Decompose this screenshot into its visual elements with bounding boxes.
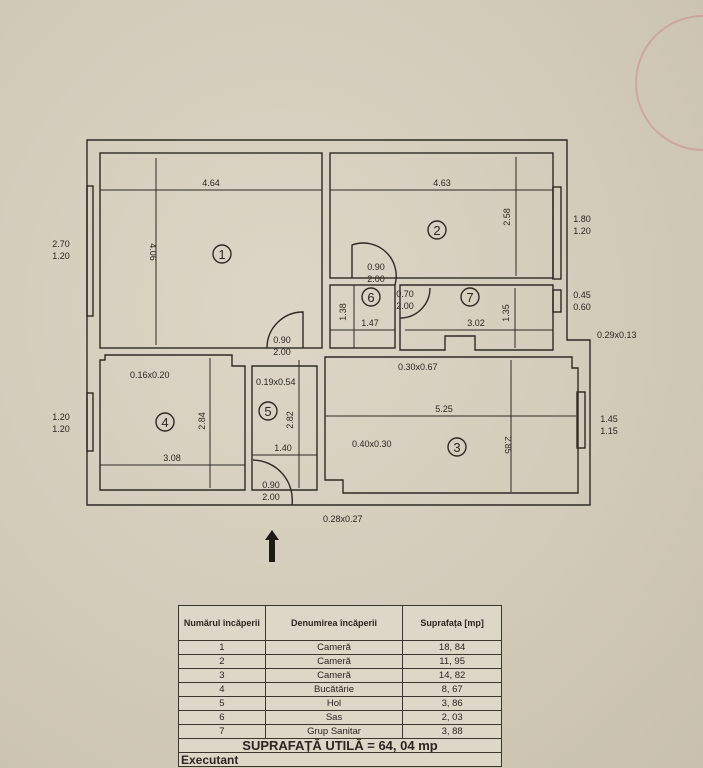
svg-text:5: 5 [264, 404, 271, 419]
dim-label: 1.35 [501, 304, 511, 322]
opening-label: 0.70 [396, 289, 414, 299]
window-left-2 [86, 392, 94, 452]
outer-wall [86, 139, 591, 506]
room-4-outline [99, 354, 246, 491]
note-label: 0.40x0.30 [352, 439, 392, 449]
door-swing-6 [351, 242, 397, 286]
room-6-outline [329, 284, 396, 349]
opening-label: 0.90 [367, 262, 385, 272]
note-label: 0.29x0.13 [597, 330, 637, 340]
room-number-6: 6 [361, 287, 381, 307]
room-number-7: 7 [460, 287, 480, 307]
svg-text:4: 4 [161, 415, 168, 430]
window-right-1 [552, 186, 562, 280]
opening-label: 2.70 [52, 239, 70, 249]
room-3-outline [324, 356, 579, 494]
opening-label: 1.20 [573, 226, 591, 236]
entry-arrow-icon [265, 530, 279, 562]
note-label: 0.16x0.20 [130, 370, 170, 380]
door-swing-7 [399, 287, 431, 319]
dim-label: 4.64 [202, 178, 220, 188]
opening-label: 1.20 [52, 412, 70, 422]
svg-text:3: 3 [453, 440, 460, 455]
room-number-1: 1 [212, 244, 232, 264]
opening-label: 0.45 [573, 290, 591, 300]
opening-label: 0.90 [262, 480, 280, 490]
window-right-2 [552, 289, 562, 313]
room-area-table: Numărul încăperii Denumirea încăperii Su… [178, 605, 502, 767]
header-room-number: Numărul încăperii [178, 605, 266, 641]
opening-label: 2.00 [273, 347, 291, 357]
opening-label: 1.80 [573, 214, 591, 224]
total-area: SUPRAFAȚĂ UTILĂ = 64, 04 mp [178, 738, 502, 753]
window-left-1 [86, 185, 94, 317]
room-number-2: 2 [427, 220, 447, 240]
dim-label: 1.40 [274, 443, 292, 453]
room-5-outline [251, 365, 318, 491]
table-header: Numărul încăperii Denumirea încăperii Su… [178, 605, 502, 641]
dim-label: 4.06 [148, 243, 158, 261]
opening-label: 1.20 [52, 424, 70, 434]
dim-label: 3.02 [467, 318, 485, 328]
dim-label: 1.47 [361, 318, 379, 328]
opening-label: 2.00 [396, 301, 414, 311]
executant-label: Executant [178, 752, 502, 767]
note-label: 0.30x0.67 [398, 362, 438, 372]
room-number-3: 3 [447, 437, 467, 457]
dim-label: 5.25 [435, 404, 453, 414]
opening-label: 2.00 [262, 492, 280, 502]
dim-label: 2.58 [502, 208, 512, 226]
note-label: 0.19x0.54 [256, 377, 296, 387]
dim-label: 1.38 [338, 303, 348, 321]
dim-label: 2.82 [285, 411, 295, 429]
header-room-name: Denumirea încăperii [264, 605, 404, 641]
note-label: 0.28x0.27 [323, 514, 363, 524]
dim-label: 2.84 [197, 412, 207, 430]
dim-label: 2.85 [503, 436, 513, 454]
opening-label: 0.90 [273, 335, 291, 345]
svg-text:7: 7 [466, 290, 473, 305]
floor-plan: 1 2 3 4 5 6 7 4.64 4.06 4.63 2.58 1.47 1… [52, 15, 703, 562]
room-number-4: 4 [155, 412, 175, 432]
stamp [635, 15, 703, 151]
window-right-3 [576, 391, 586, 449]
opening-label: 0.60 [573, 302, 591, 312]
opening-label: 1.20 [52, 251, 70, 261]
dim-label: 3.08 [163, 453, 181, 463]
door-swing-1 [266, 311, 304, 349]
room-2-outline [329, 152, 554, 279]
door-swing-entry [252, 459, 294, 506]
svg-text:6: 6 [367, 290, 374, 305]
dim-label: 4.63 [433, 178, 451, 188]
opening-label: 1.45 [600, 414, 618, 424]
opening-label: 1.15 [600, 426, 618, 436]
room-1-outline [99, 152, 323, 349]
executant-row: Executant [178, 752, 502, 767]
room-number-5: 5 [258, 401, 278, 421]
svg-text:1: 1 [218, 247, 225, 262]
opening-label: 2.00 [367, 274, 385, 284]
header-area: Suprafața [mp] [402, 605, 502, 641]
total-area-row: SUPRAFAȚĂ UTILĂ = 64, 04 mp [178, 738, 502, 753]
svg-text:2: 2 [433, 223, 440, 238]
